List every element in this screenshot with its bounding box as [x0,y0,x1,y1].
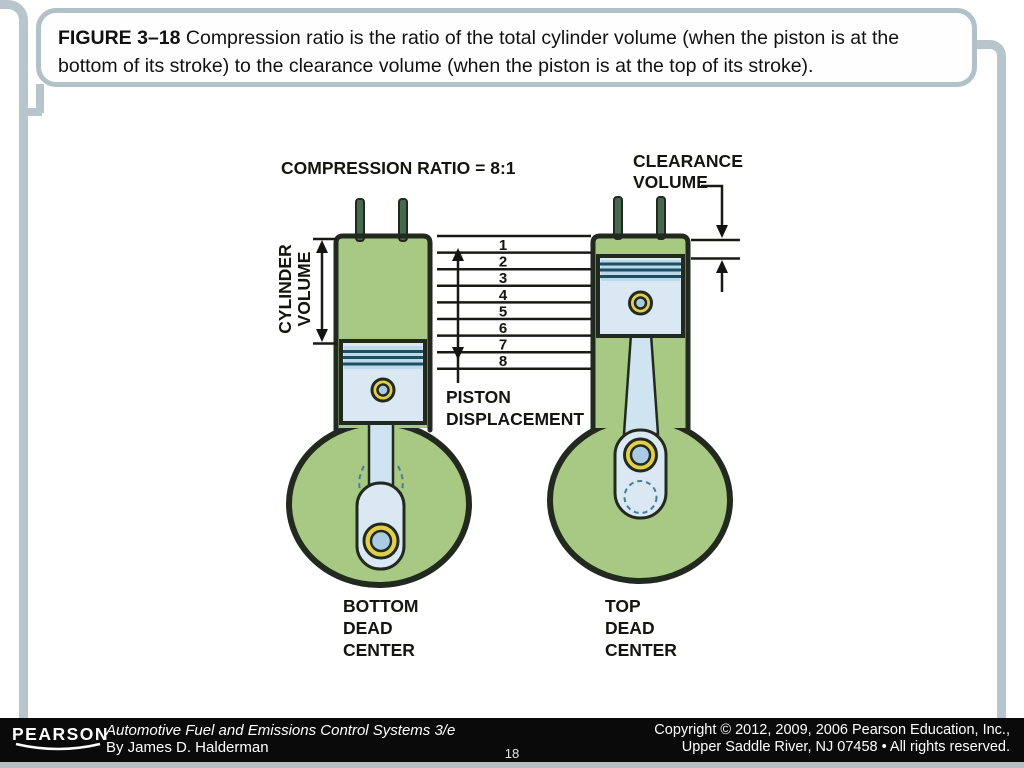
frame-right-line [975,40,1006,718]
scale-number-3: 3 [499,270,507,287]
displacement-arrowhead-down [452,347,464,360]
clearance-volume-label-line1: CLEARANCE [633,151,743,171]
pearson-swoosh-icon [15,742,101,751]
figure-label: FIGURE 3–18 [58,27,181,49]
scale-number-7: 7 [499,337,507,354]
scale-number-6: 6 [499,320,507,337]
pearson-logo-text: PEARSON [12,724,110,744]
cylinder-volume-dimension [313,237,337,345]
piston-displacement-label-line2: DISPLACEMENT [446,409,584,429]
footer-bar: PEARSON Automotive Fuel and Emissions Co… [0,718,1024,762]
bdc-valve-stem-left [355,198,365,242]
frame-left-line [0,0,28,718]
page-number: 18 [504,746,520,761]
tdc-crank-pin [629,444,652,466]
bdc-cylinder-assembly [286,198,472,588]
tdc-cylinder-assembly [547,196,733,584]
tdc-connecting-rod [622,332,660,436]
bdc-label-line1: BOTTOM [343,596,419,616]
pearson-logo: PEARSON [12,724,110,752]
frame-elbow-vertical [36,84,44,113]
figure-caption-box: FIGURE 3–18 Compression ratio is the rat… [36,8,977,87]
tdc-label-line1: TOP [605,596,641,616]
copyright-line2: Upper Saddle River, NJ 07458 • All right… [681,739,1010,755]
bdc-wrist-pin-bore [376,383,390,397]
copyright-notice: Copyright © 2012, 2009, 2006 Pearson Edu… [654,722,1010,756]
book-author: By James D. Halderman [106,739,269,756]
diagram-title: COMPRESSION RATIO = 8:1 [281,158,516,178]
displacement-arrowhead-up [452,248,464,261]
book-title: Automotive Fuel and Emissions Control Sy… [106,722,456,739]
tdc-cylinder-wall [590,233,691,433]
scale-number-2: 2 [499,254,507,271]
tdc-crank-pin-phantom [623,480,658,514]
figure-caption-text: Compression ratio is the ratio of the to… [58,27,900,77]
piston-displacement-label-line1: PISTON [446,387,511,407]
tdc-wrist-pin-bore [633,296,648,310]
compression-ratio-diagram: 1 2 3 4 5 6 7 8 [275,151,743,660]
scale-number-5: 5 [499,303,507,320]
clearance-volume-label-line2: VOLUME [633,172,708,192]
cylinder-volume-label-line1: CYLINDER [275,244,295,334]
clearance-volume-dimension [691,184,740,292]
bdc-crank-pin [369,529,393,553]
bdc-label-line3: CENTER [343,640,415,660]
scale-number-1: 1 [499,237,507,254]
frame-elbow-horizontal [20,108,42,116]
bdc-label-line2: DEAD [343,618,393,638]
tdc-valve-stem-right [656,196,666,240]
bdc-valve-stem-right [398,198,408,242]
tdc-label-line3: CENTER [605,640,677,660]
cylinder-volume-label-line2: VOLUME [294,252,314,327]
slide-bottom-strip [0,762,1024,768]
copyright-line1: Copyright © 2012, 2009, 2006 Pearson Edu… [654,722,1010,738]
tdc-valve-stem-left [613,196,623,240]
book-info: Automotive Fuel and Emissions Control Sy… [106,722,455,756]
scale-number-8: 8 [499,353,507,370]
tdc-label-line2: DEAD [605,618,655,638]
scale-number-4: 4 [499,287,508,304]
volume-scale-ladder: 1 2 3 4 5 6 7 8 [437,234,591,383]
